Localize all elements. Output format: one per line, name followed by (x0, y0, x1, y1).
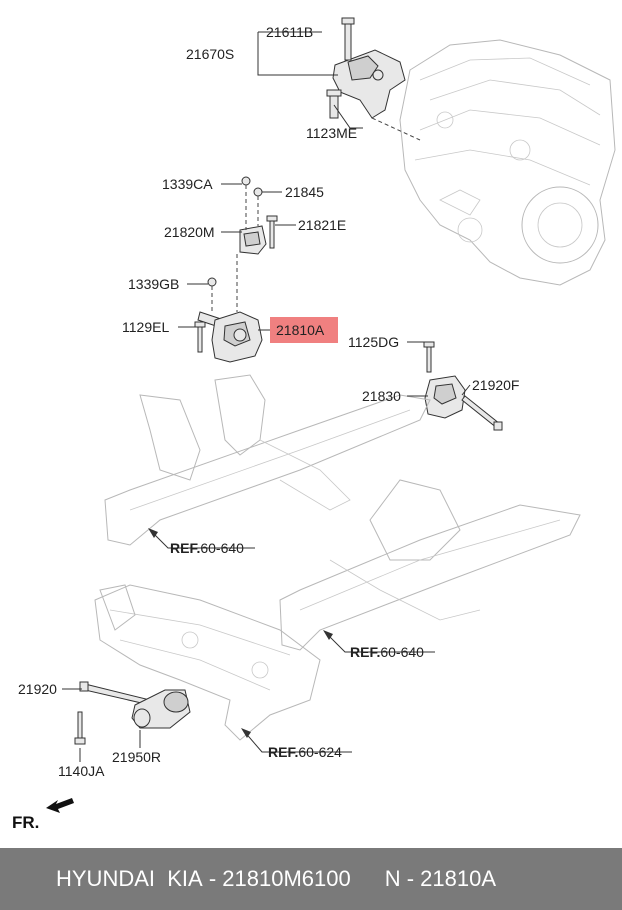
label-1140JA: 1140JA (58, 763, 105, 779)
ref-arrowheads (148, 528, 333, 738)
subframe-crossmember-outline (94, 584, 321, 741)
engine-mount-bracket-21670S (326, 17, 421, 141)
front-direction-marker: FR. (12, 798, 74, 832)
highlight-box-21810A (270, 317, 338, 343)
front-label: FR. (12, 813, 39, 832)
leader-lines (62, 31, 471, 762)
label-21950R: 21950R (112, 749, 161, 765)
label-21670S: 21670S (186, 46, 234, 62)
label-21920: 21920 (18, 681, 57, 697)
label-21845: 21845 (285, 184, 324, 200)
side-member-frame-outline (104, 374, 581, 651)
footer-separator: - (202, 866, 223, 891)
label-21830: 21830 (362, 388, 401, 404)
footer-part-number: 21810M6100 (222, 866, 351, 891)
label-21611B: 21611B (266, 24, 313, 40)
footer-brand: HYUNDAI KIA (56, 866, 203, 891)
front-arrow-icon (46, 798, 74, 813)
footer-bar: HYUNDAI KIA - 21810M6100 N - 21810A (0, 848, 622, 910)
transmission-mount-21830 (423, 341, 503, 431)
roll-rod-mount-21950R (74, 681, 191, 745)
label-1129EL: 1129EL (122, 319, 169, 335)
label-1125DG: 1125DG (348, 334, 399, 350)
engine-block-outline (399, 39, 616, 286)
label-1123ME: 1123ME (306, 125, 357, 141)
label-1339CA: 1339CA (162, 176, 213, 192)
footer-reference: N - 21810A (384, 866, 497, 891)
exploded-parts-diagram: 21611B 21670S 1123ME 1339CA 21845 21820M… (12, 17, 616, 832)
engine-mount-21810A (194, 254, 263, 363)
label-21820M: 21820M (164, 224, 215, 240)
label-1339GB: 1339GB (128, 276, 179, 292)
ref-label-3: REF.60-624 (268, 744, 342, 760)
label-21821E: 21821E (298, 217, 346, 233)
mount-bracket-21820M (239, 176, 278, 255)
label-21920F: 21920F (472, 377, 519, 393)
ref-label-1: REF.60-640 (170, 540, 244, 556)
label-21810A: 21810A (276, 322, 325, 338)
ref-label-2: REF.60-640 (350, 644, 424, 660)
